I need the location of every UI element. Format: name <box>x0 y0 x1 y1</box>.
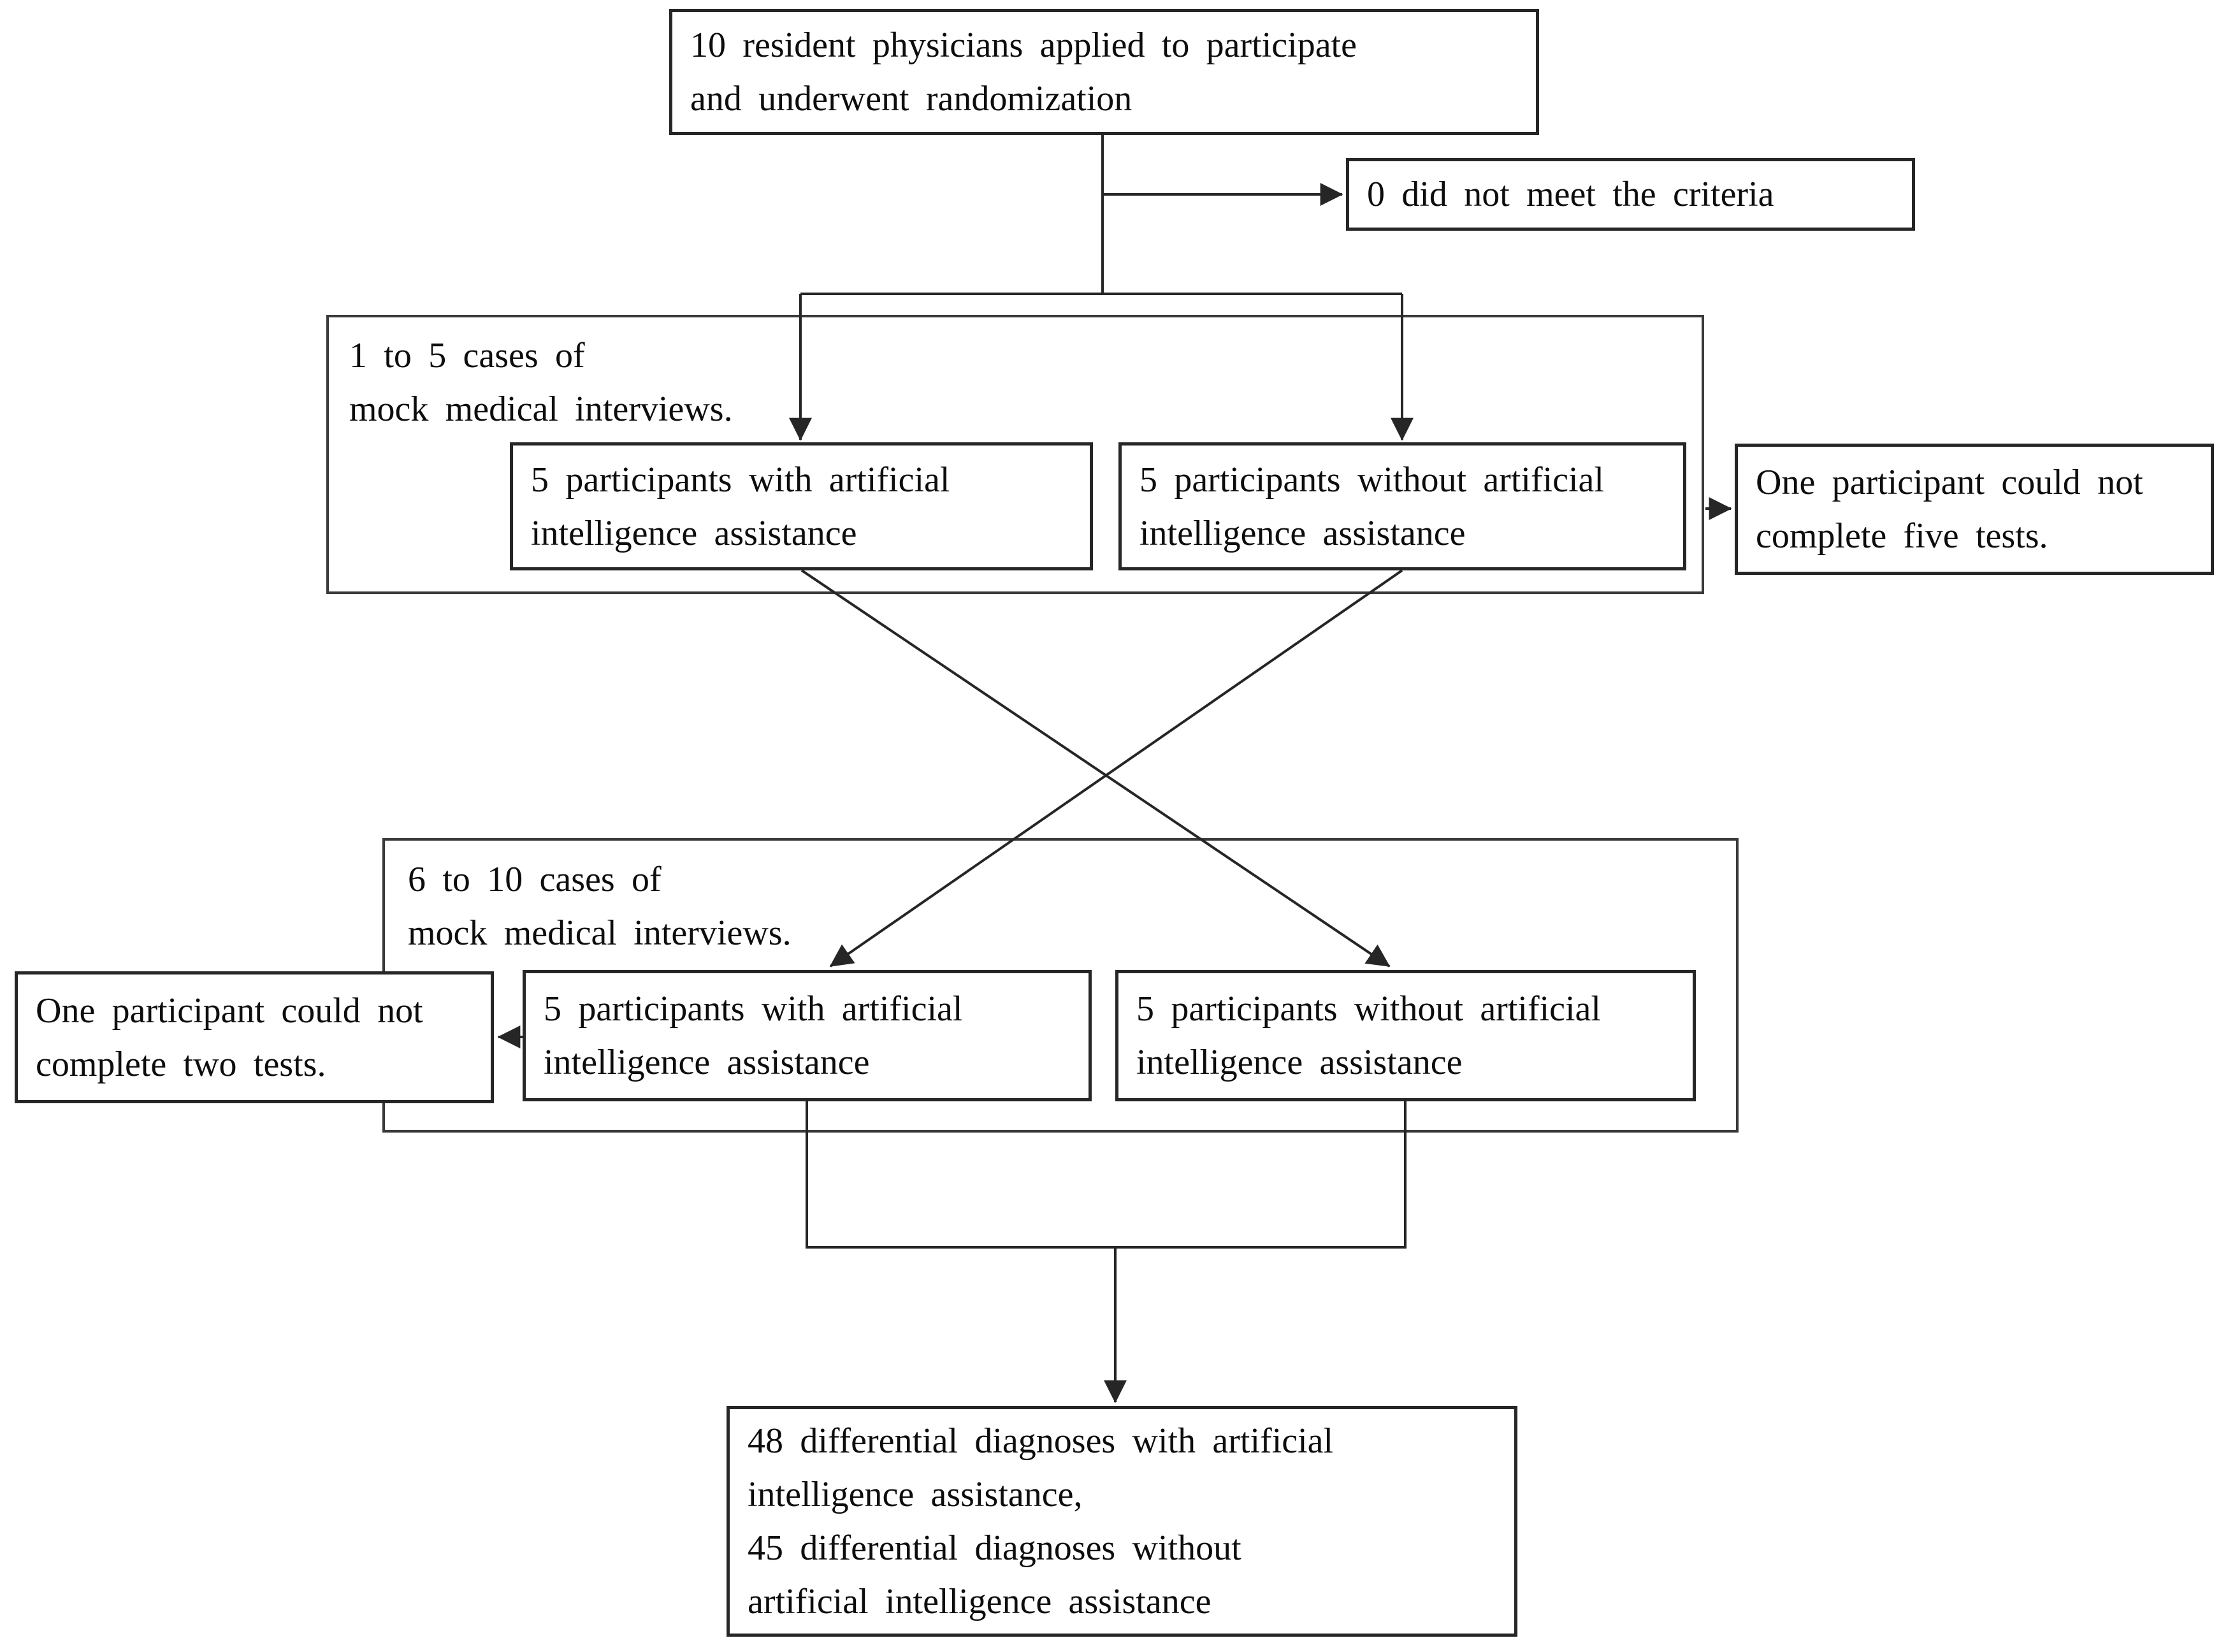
node-phase2-without-ai: 5 participants without artificial intell… <box>1115 970 1696 1101</box>
node-phase2-dropout: One participant could not complete two t… <box>15 971 494 1103</box>
wire-crossover-without-to-with <box>829 569 1403 967</box>
node-phase1-with-ai-text: 5 participants with artificial intellige… <box>531 460 950 553</box>
node-phase2-without-ai-text: 5 participants without artificial intell… <box>1136 989 1601 1082</box>
node-enrollment: 10 resident physicians applied to partic… <box>669 9 1539 135</box>
node-phase2-with-ai: 5 participants with artificial intellige… <box>523 970 1092 1101</box>
node-phase1-without-ai: 5 participants without artificial intell… <box>1118 442 1686 570</box>
node-excluded-text: 0 did not meet the criteria <box>1367 175 1774 214</box>
node-phase2-dropout-text: One participant could not complete two t… <box>36 990 423 1084</box>
node-excluded: 0 did not meet the criteria <box>1346 158 1915 231</box>
node-phase1-dropout: One participant could not complete five … <box>1735 444 2214 575</box>
node-phase2-with-ai-text: 5 participants with artificial intellige… <box>544 989 963 1082</box>
phase1-group-label: 1 to 5 cases of mock medical interviews. <box>349 336 733 429</box>
node-enrollment-text: 10 resident physicians applied to partic… <box>690 25 1357 119</box>
phase1-group-box <box>326 315 1704 594</box>
wire-crossover-with-to-without <box>800 569 1391 967</box>
node-outcome-text: 48 differential diagnoses with artificia… <box>748 1421 1334 1621</box>
node-phase1-with-ai: 5 participants with artificial intellige… <box>510 442 1093 570</box>
node-outcome: 48 differential diagnoses with artificia… <box>727 1406 1517 1637</box>
node-phase1-dropout-text: One participant could not complete five … <box>1756 463 2143 556</box>
node-phase1-without-ai-text: 5 participants without artificial intell… <box>1139 460 1604 553</box>
phase2-group-label: 6 to 10 cases of mock medical interviews… <box>408 860 792 953</box>
